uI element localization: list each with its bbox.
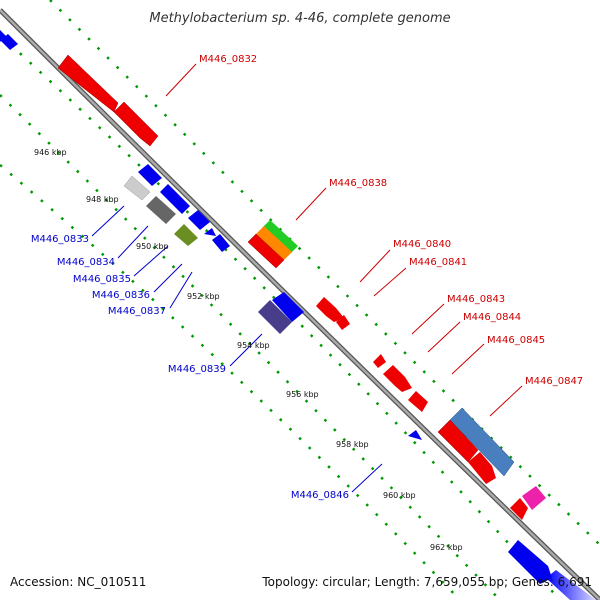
gene-M446-0841[interactable]	[336, 315, 350, 330]
gene-bottom-right-2[interactable]	[546, 570, 596, 600]
gene-label[interactable]: M446_0832	[199, 54, 257, 65]
gene-label[interactable]: M446_0846	[291, 490, 349, 501]
gene-label[interactable]: M446_0841	[409, 257, 467, 268]
gene-label[interactable]: M446_0847	[525, 376, 583, 387]
scale-tick-label: 954 kbp	[237, 341, 270, 350]
forward-gene-labels: M446_0832 M446_0838 M446_0840 M446_0841 …	[199, 54, 583, 387]
scale-tick-label: 962 kbp	[430, 543, 463, 552]
gene-label[interactable]: M446_0843	[447, 294, 505, 305]
reverse-leaders	[91, 205, 383, 493]
gene-label[interactable]: M446_0840	[393, 239, 451, 250]
gene-label[interactable]: M446_0845	[487, 335, 545, 346]
gene-label[interactable]: M446_0835	[73, 274, 131, 285]
tick-ring-outer	[49, 0, 600, 546]
forward-leaders	[165, 63, 523, 417]
gene-M446-0840[interactable]	[316, 297, 344, 322]
gene-M446-0838[interactable]	[247, 220, 298, 269]
gene-M446-0834[interactable]	[146, 184, 190, 224]
gene-M446-0837[interactable]	[204, 228, 230, 252]
gene-M446-0835[interactable]	[188, 210, 210, 230]
reverse-genes	[0, 30, 596, 600]
scale-tick-label: 952 kbp	[187, 292, 220, 301]
gene-M446-0843[interactable]	[373, 354, 386, 368]
map-title: Methylobacterium sp. 4-46, complete geno…	[149, 11, 450, 26]
gene-label[interactable]: M446_0836	[92, 290, 150, 301]
gene-label[interactable]: M446_0839	[168, 364, 226, 375]
scale-tick-label: 958 kbp	[336, 440, 369, 449]
scale-tick-label: 946 kbp	[34, 148, 67, 157]
gene-label[interactable]: M446_0834	[57, 257, 115, 268]
scale-tick-label: 948 kbp	[86, 195, 119, 204]
gene-label[interactable]: M446_0844	[463, 312, 521, 323]
topology-text: Topology: circular; Length: 7,659,055 bp…	[261, 575, 592, 589]
gene-M446-0845[interactable]	[408, 391, 428, 412]
scale-labels: 946 kbp 948 kbp 950 kbp 952 kbp 954 kbp …	[34, 148, 463, 552]
gene-M446-0844[interactable]	[383, 365, 412, 392]
forward-genes	[57, 54, 546, 520]
scale-tick-label: 956 kbp	[286, 390, 319, 399]
scale-tick-label: 950 kbp	[136, 242, 169, 251]
tick-ring-scale	[0, 164, 461, 600]
backbone	[0, 8, 600, 600]
gene-edge-left[interactable]	[0, 34, 18, 50]
gene-label[interactable]: M446_0837	[108, 306, 166, 317]
gene-label[interactable]: M446_0833	[31, 234, 89, 245]
gene-edge-left-2[interactable]	[0, 30, 6, 42]
gene-M446-0847[interactable]	[437, 407, 546, 520]
tick-ring-inner	[0, 94, 501, 600]
reverse-gene-labels: M446_0833 M446_0834 M446_0835 M446_0836 …	[31, 234, 349, 501]
gene-M446-0832[interactable]	[57, 54, 159, 147]
gene-M446-0846[interactable]	[408, 430, 422, 440]
gene-M446-0836[interactable]	[174, 224, 198, 246]
gene-M446-0839[interactable]	[258, 292, 304, 334]
gene-label[interactable]: M446_0838	[329, 178, 387, 189]
accession-text: Accession: NC_010511	[10, 575, 146, 589]
gene-M446-0833[interactable]	[123, 164, 162, 201]
scale-tick-label: 960 kbp	[383, 491, 416, 500]
gene-bottom-right[interactable]	[508, 540, 552, 584]
